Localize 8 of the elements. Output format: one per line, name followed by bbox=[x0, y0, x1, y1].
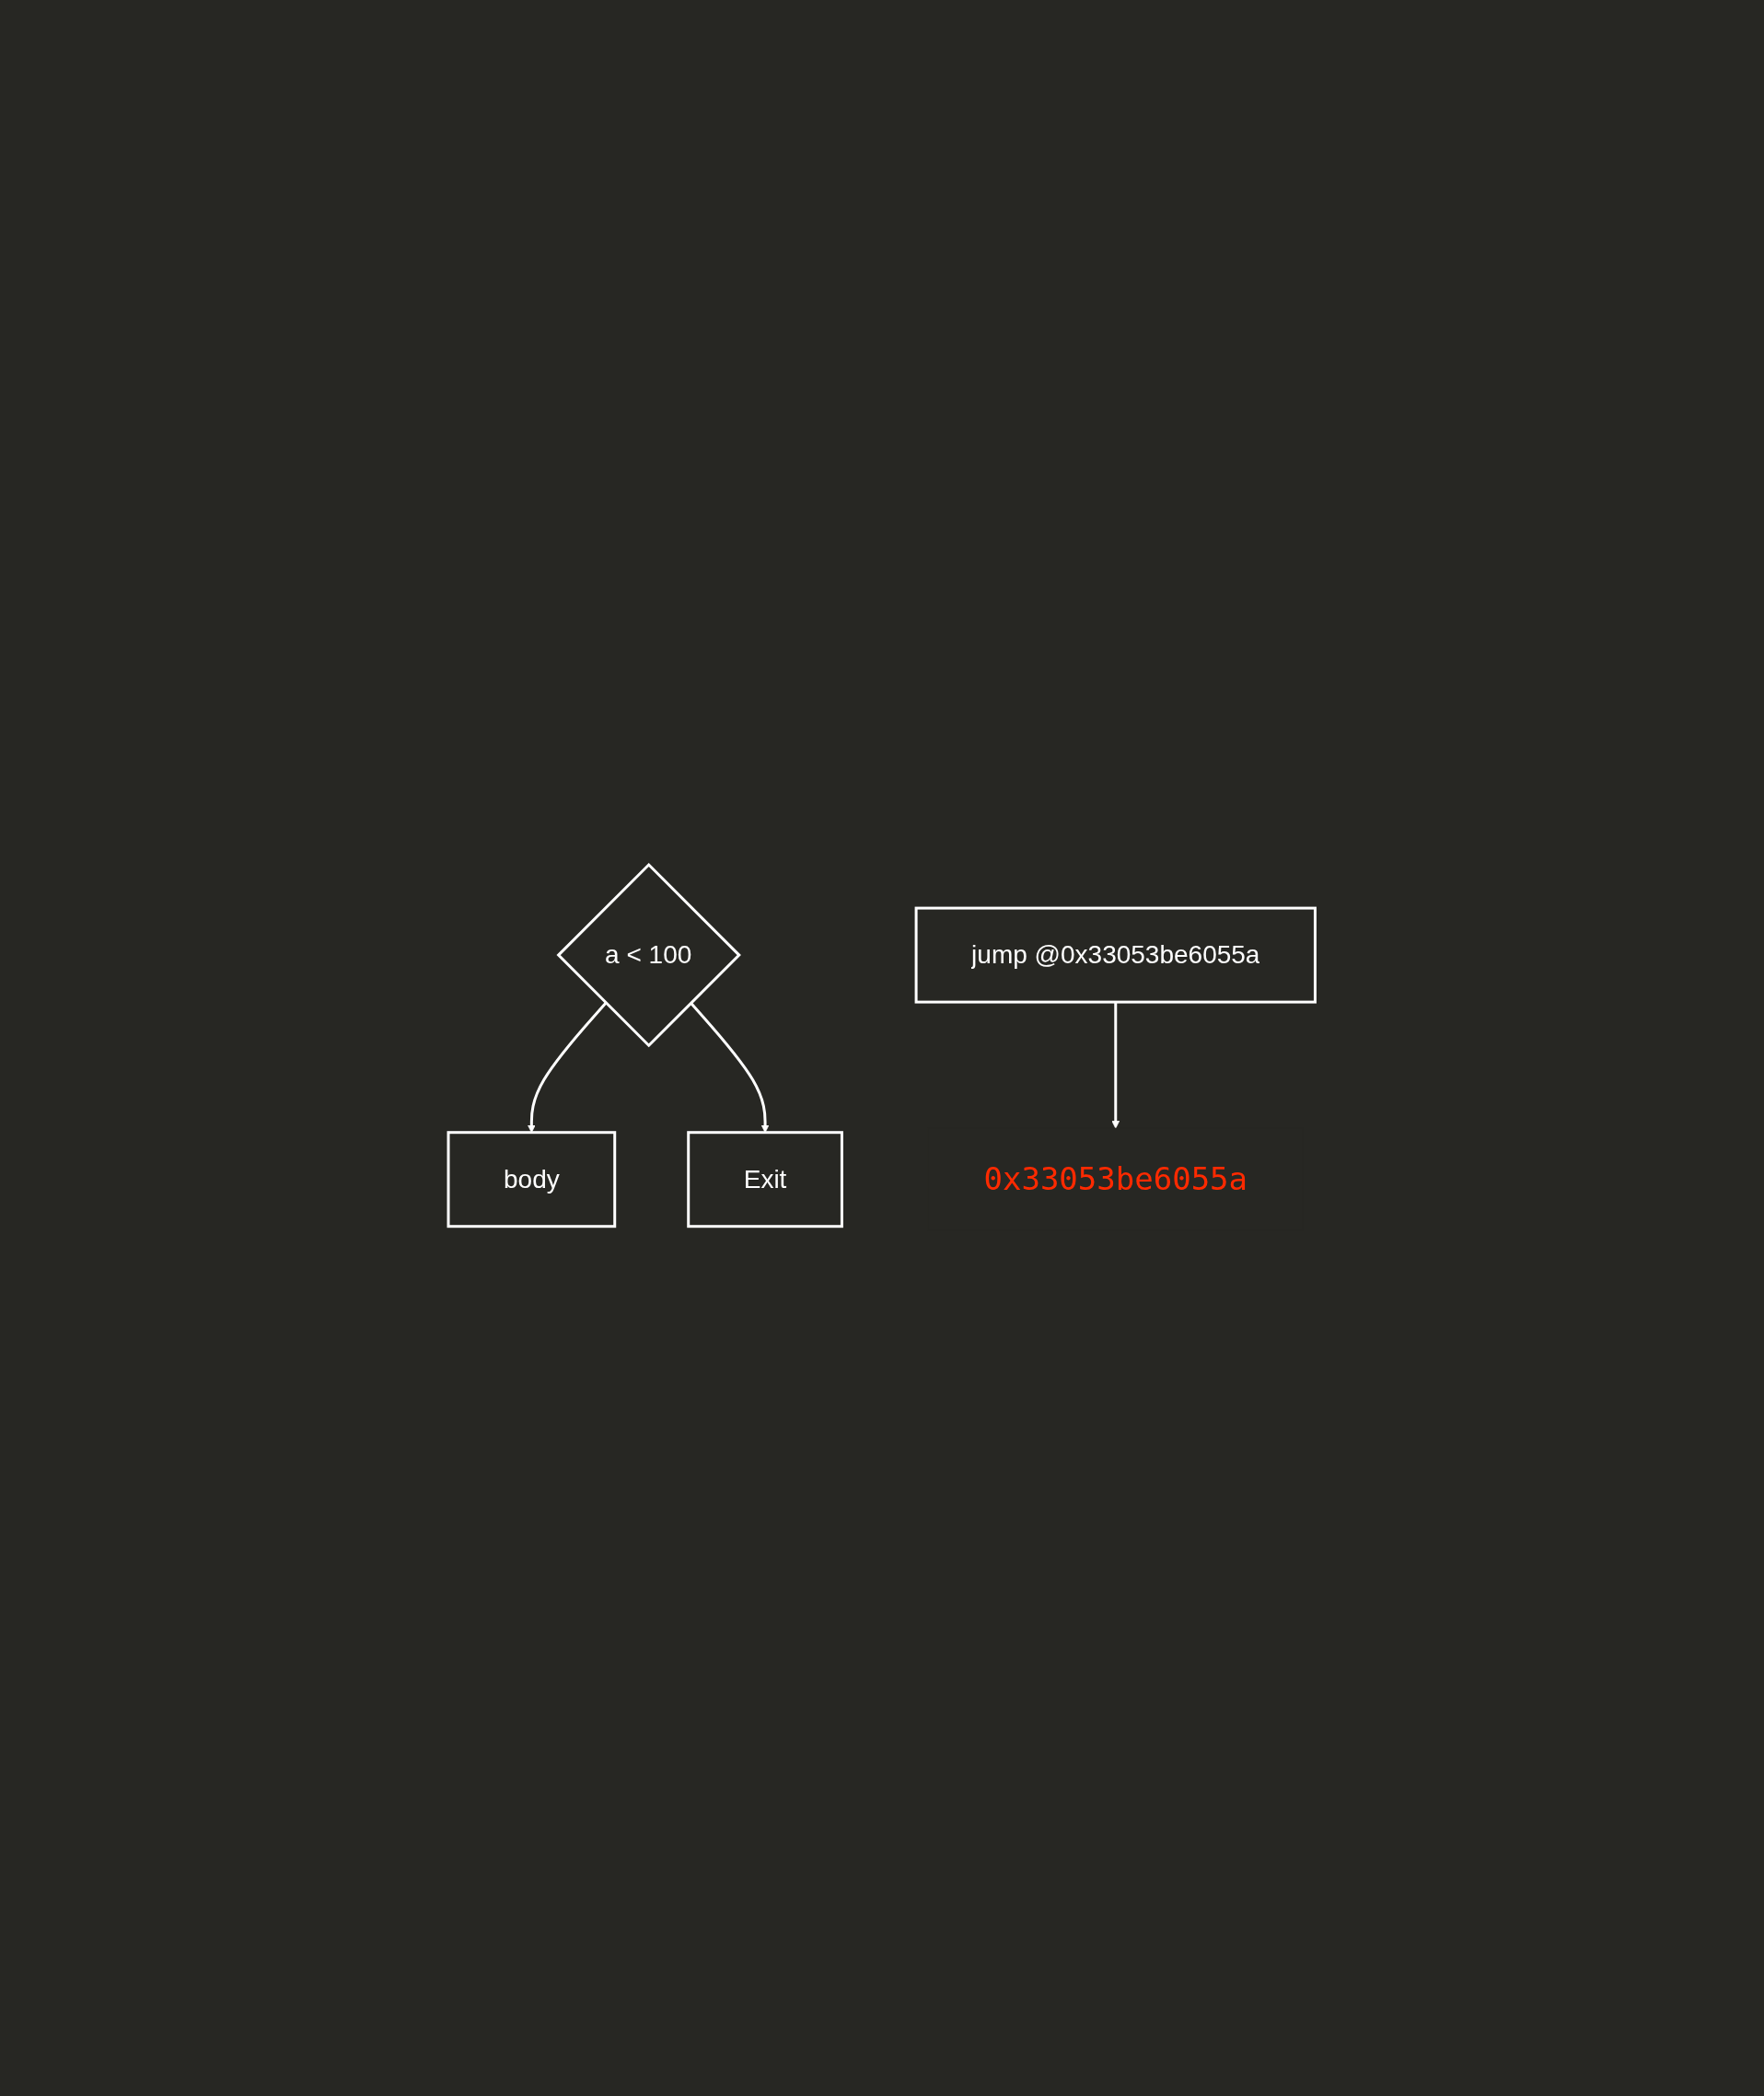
node-box: jump @0x33053be6055a bbox=[914, 907, 1317, 1004]
node-box: body bbox=[447, 1131, 617, 1228]
arrow bbox=[528, 1002, 608, 1134]
node-diamond: a < 100 bbox=[556, 863, 742, 1048]
arrow bbox=[690, 1002, 770, 1134]
node-box: Exit bbox=[687, 1131, 844, 1228]
node-text: 0x33053be6055a bbox=[983, 1160, 1248, 1198]
arrow bbox=[1111, 1002, 1120, 1129]
